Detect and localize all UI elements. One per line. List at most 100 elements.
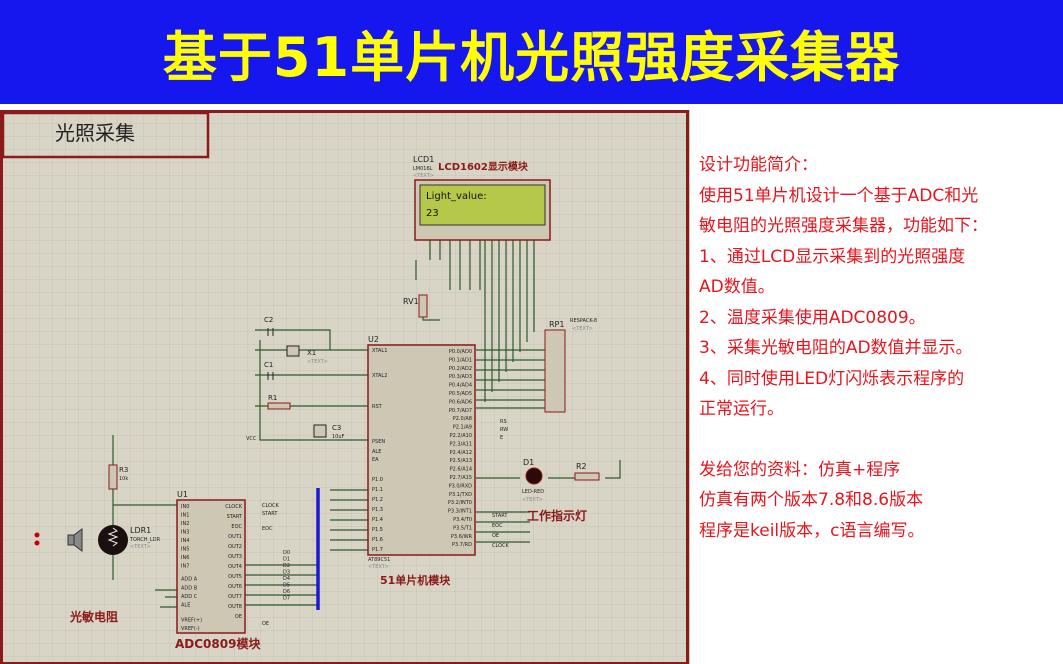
lcd-line-2: 23 <box>426 208 439 219</box>
resistor-r1[interactable] <box>267 402 291 410</box>
led-ref: D1 <box>523 458 534 467</box>
section-title: 光照采集 <box>55 121 135 145</box>
mcu-pin-label: P0.3/AD3 <box>449 374 472 380</box>
crystal-x1[interactable] <box>286 345 300 357</box>
adc-pin-label: IN2 <box>181 521 189 527</box>
adc-pin-label: OUT4 <box>228 564 242 570</box>
led-d1[interactable] <box>525 467 543 485</box>
adc-net-label: EOC <box>262 526 273 532</box>
mcu-text-placeholder: <TEXT> <box>368 564 389 570</box>
mcu-right-pins: P0.0/AD0P0.1/AD1P0.2/AD2P0.3/AD3P0.4/AD4… <box>448 349 473 548</box>
c1-label: C1 <box>264 361 273 369</box>
mcu-pin-label: P3.6/WR <box>451 534 473 540</box>
mcu-net-label: EOC <box>492 523 503 529</box>
mcu-pin-label: P1.1 <box>372 487 383 493</box>
mcu-part: AT89C51 <box>368 557 390 563</box>
resistor-r2[interactable] <box>574 472 600 481</box>
lcd-text-placeholder: <TEXT> <box>413 173 434 179</box>
adc-pin-label: OUT7 <box>228 594 242 600</box>
description-line: AD数值。 <box>699 277 775 297</box>
adc-pin-label: START <box>227 514 243 520</box>
spacer <box>699 425 1059 455</box>
adc-pin-label: ALE <box>181 603 190 609</box>
adc-pin-label: IN0 <box>181 504 189 510</box>
mcu-pin-label: RST <box>372 404 383 410</box>
mcu-pin-label: P0.5/AD5 <box>449 391 472 397</box>
r3-value: 10k <box>119 476 128 482</box>
adc-pin-label: ADD A <box>181 577 198 583</box>
potentiometer-rv1[interactable] <box>418 294 428 318</box>
mcu-pin-label: P2.1/A9 <box>453 425 472 431</box>
ldr-ref: LDR1 <box>130 526 151 535</box>
resistor-r3[interactable] <box>108 464 118 490</box>
adc-pin-label: IN7 <box>181 564 189 570</box>
adc-pin-label: OUT8 <box>228 604 242 610</box>
rp1-label: RP1 <box>549 320 564 329</box>
mcu-pin-label: P3.4/T0 <box>453 517 472 523</box>
adc-net-label: OE <box>262 621 269 627</box>
mcu-pin-label: P3.2/INT0 <box>448 500 472 506</box>
bus-label: D2 <box>283 563 290 569</box>
c3-label: C3 <box>332 424 341 432</box>
bus-label: D1 <box>283 557 290 563</box>
mcu-pin-label: P1.2 <box>372 497 383 503</box>
r1-label: R1 <box>268 394 277 402</box>
x1-text-placeholder: <TEXT> <box>307 359 328 365</box>
adc-module-label: ADC0809模块 <box>175 636 261 651</box>
c3-value: 10uF <box>332 434 345 440</box>
description-line: 使用51单片机设计一个基于ADC和光 <box>699 185 979 206</box>
mcu-pin-label: P2.2/A10 <box>450 433 472 439</box>
mcu-ref: U2 <box>368 335 379 344</box>
description-line: 1、通过LCD显示采集到的光照强度 <box>699 246 966 267</box>
adc-pin-label: OUT1 <box>228 534 242 540</box>
capacitor-c1 <box>267 372 274 380</box>
adc-chip[interactable] <box>176 499 246 634</box>
mcu-pin-label: P3.1/TXD <box>449 492 472 498</box>
mcu-pin-label: P1.5 <box>372 527 383 533</box>
adc-pin-label: OUT5 <box>228 574 242 580</box>
bus-label: D4 <box>283 576 290 582</box>
mcu-pin-label: P2.4/A12 <box>450 450 472 456</box>
torch-icon[interactable] <box>67 528 83 552</box>
description-heading: 设计功能简介： <box>699 155 818 175</box>
lcd-screen <box>419 184 546 226</box>
mcu-net-label: E <box>500 435 503 441</box>
adc-pin-label: IN4 <box>181 538 189 544</box>
description-line: 正常运行。 <box>699 399 784 419</box>
adc-pin-label: OE <box>235 614 242 620</box>
mcu-pin-label: ALE <box>372 449 381 455</box>
description-line: 3、采集光敏电阻的AD数值并显示。 <box>699 338 973 358</box>
mcu-pin-label: PSEN <box>372 439 385 445</box>
vcc-label: VCC <box>246 436 257 442</box>
mcu-net-label: RS <box>500 419 507 425</box>
mcu-module-label: 51单片机模块 <box>380 573 451 587</box>
resistor-pack-rp1[interactable] <box>544 329 566 413</box>
capacitor-c3[interactable] <box>313 424 327 438</box>
adc-pin-label: VREF(+) <box>181 617 202 623</box>
mcu-pin-label: P1.4 <box>372 517 383 523</box>
mcu-pin-label: P2.0/A8 <box>453 416 472 422</box>
mcu-pin-label: P3.7/RD <box>452 542 472 548</box>
mcu-pin-label: P2.6/A14 <box>450 467 472 473</box>
lcd-module-label: LCD1602显示模块 <box>438 160 529 173</box>
adc-pin-label: IN3 <box>181 530 189 536</box>
lcd-part: LM016L <box>413 166 433 172</box>
mcu-pin-label: P1.7 <box>372 547 383 553</box>
ldr-sensor[interactable] <box>98 525 128 555</box>
ldr-text-placeholder: <TEXT> <box>130 544 151 550</box>
x1-label: X1 <box>307 349 316 357</box>
bus-label: D6 <box>283 589 290 595</box>
materials-line: 仿真有两个版本7.8和8.6版本 <box>699 490 924 510</box>
wires <box>112 240 621 608</box>
adc-pin-label: OUT6 <box>228 584 242 590</box>
section-title-box <box>1 111 210 159</box>
adc-right-pins: CLOCKSTARTEOCOUT1OUT2OUT3OUT4OUT5OUT6OUT… <box>225 504 243 620</box>
materials-line: 发给您的资料：仿真+程序 <box>699 459 901 480</box>
mcu-chip[interactable] <box>367 344 476 556</box>
adc-pin-label: ADD B <box>181 585 198 591</box>
mcu-pin-label: P0.7/AD7 <box>449 408 472 414</box>
title-banner: 基于51单片机光照强度采集器 <box>0 0 1063 104</box>
